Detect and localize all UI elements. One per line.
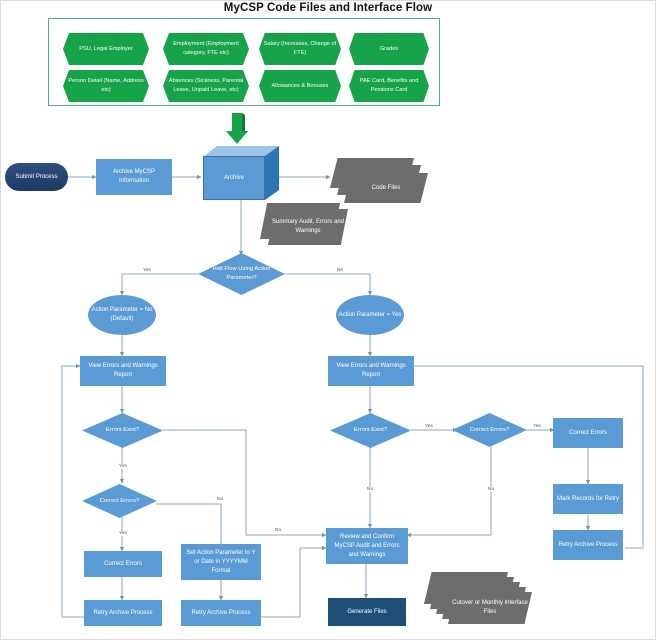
- node-review-and-confirm[interactable]: Review and Confirm MyCSP Audit and Error…: [326, 528, 408, 564]
- green-down-arrow-icon: [226, 113, 248, 144]
- node-action-parameter-yes[interactable]: Action Parameter = Yes: [336, 295, 404, 335]
- edge-label-right-errors-yes: Yes: [424, 424, 434, 429]
- summary-sheet-2: [268, 209, 348, 245]
- node-generate-files[interactable]: Generate Files: [328, 598, 406, 626]
- node-mark-records-for-retry[interactable]: Mark Records for Retry: [553, 484, 623, 514]
- correct-errors-left-label: Correct Errors?: [99, 497, 140, 504]
- node-summary-audit[interactable]: Summary Audit, Errors and Warnings: [260, 203, 356, 253]
- edge-label-left-errors-no: No: [274, 528, 283, 533]
- halt-flow-label: Halt Flow Using Action Parameter?: [212, 266, 271, 281]
- errors-exist-right-label: Errors Exist?: [353, 427, 388, 434]
- edge-label-halt-yes: Yes: [142, 268, 152, 273]
- edge-label-right-correct-yes: Yes: [532, 424, 542, 429]
- node-archive[interactable]: Archive: [203, 146, 279, 200]
- node-correct-errors-left[interactable]: Correct Errors: [84, 551, 162, 577]
- decision-halt-flow[interactable]: Halt Flow Using Action Parameter?: [198, 253, 285, 295]
- edge-label-left-errors-yes: Yes: [118, 464, 128, 469]
- archive-cube-top: [203, 146, 279, 157]
- source-item-grades: Grades: [349, 33, 429, 65]
- edge-label-left-correct-yes: Yes: [118, 531, 128, 536]
- edge-label-right-correct-no: No: [487, 487, 496, 492]
- source-item-pae-card: PAE Card, Benefits and Pensions Card: [349, 70, 429, 102]
- cutover-sheet-5: [448, 592, 532, 624]
- source-item-salary: Salary (Increases, Change of FTE): [259, 33, 341, 65]
- cutover-files-label: Cutover or Monthly Interface Files: [452, 600, 528, 615]
- node-retry-archive-mid[interactable]: Retry Archive Process: [181, 600, 261, 626]
- node-view-errors-left[interactable]: View Errors and Warnings Report: [80, 356, 166, 386]
- code-files-label: Code Files: [371, 184, 401, 191]
- source-item-absences: Absences (Sickness, Parental Leave, Unpa…: [163, 70, 249, 102]
- page-title: MyCSP Code Files and Interface Flow: [223, 2, 433, 14]
- decision-errors-exist-left[interactable]: Errors Exist?: [82, 413, 163, 448]
- node-cutover-interface-files[interactable]: Cutover or Monthly Interface Files: [424, 572, 534, 628]
- edge-label-halt-no: No: [336, 268, 345, 273]
- edge-label-left-correct-no: No: [216, 497, 225, 502]
- decision-errors-exist-right[interactable]: Errors Exist?: [330, 413, 411, 448]
- node-action-parameter-no[interactable]: Action Parameter = No (Default): [88, 295, 156, 335]
- decision-correct-errors-right[interactable]: Correct Errors?: [452, 413, 527, 447]
- node-retry-archive-left[interactable]: Retry Archive Process: [84, 600, 162, 626]
- source-item-allowances: Allowances & Bonuses: [259, 70, 341, 102]
- node-archive-mycsp-information[interactable]: Archive MyCSP Information: [96, 159, 172, 195]
- source-item-person: Person Detail (Name, Address etc): [63, 70, 149, 102]
- correct-errors-right-label: Correct Errors?: [469, 426, 510, 433]
- node-correct-errors-right[interactable]: Correct Errors: [553, 418, 623, 448]
- node-view-errors-right[interactable]: View Errors and Warnings Report: [328, 356, 414, 386]
- node-code-files[interactable]: Code Files: [330, 158, 428, 204]
- archive-cube-side: [265, 146, 279, 200]
- summary-audit-label: Summary Audit, Errors and Warnings: [271, 219, 345, 234]
- archive-label: Archive: [203, 156, 265, 200]
- node-set-action-parameter[interactable]: Set Action Parameter to Y or Date in YYY…: [181, 544, 261, 580]
- source-item-employment: Employment (Employment category, FTE etc…: [163, 33, 249, 65]
- errors-exist-left-label: Errors Exist?: [105, 427, 140, 434]
- node-submit-process[interactable]: Submit Process: [5, 163, 68, 191]
- source-data-panel: PSU, Legal Employer Employment (Employme…: [48, 18, 440, 106]
- decision-correct-errors-left[interactable]: Correct Errors?: [82, 484, 157, 518]
- edge-label-right-errors-no: No: [366, 487, 375, 492]
- code-files-sheet-3: [344, 173, 428, 203]
- node-retry-archive-right[interactable]: Retry Archive Process: [553, 530, 623, 560]
- source-item-psu: PSU, Legal Employer: [63, 33, 149, 65]
